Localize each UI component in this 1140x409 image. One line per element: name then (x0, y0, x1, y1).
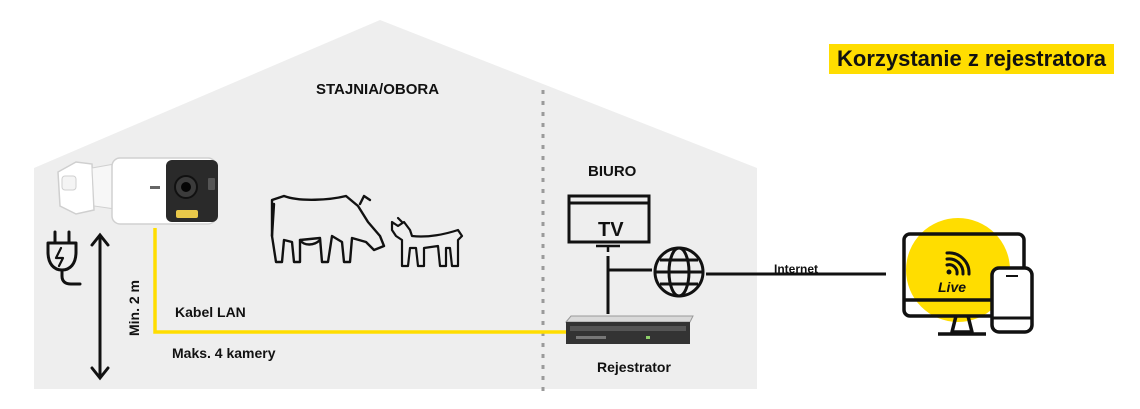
tv-icon (567, 194, 651, 252)
max-cameras-label: Maks. 4 kamery (172, 345, 276, 361)
office-connections (606, 256, 886, 314)
lan-cable (153, 228, 570, 334)
house-shape (34, 20, 757, 389)
height-arrow (90, 232, 110, 381)
globe-icon (653, 246, 705, 298)
camera-icon (57, 157, 218, 225)
page-title: Korzystanie z rejestratora (829, 44, 1114, 74)
power-plug-icon (46, 230, 82, 286)
live-text: Live (938, 279, 966, 295)
recorder-label: Rejestrator (597, 359, 671, 375)
recorder-icon (564, 315, 694, 344)
smartphone-icon (990, 266, 1034, 334)
lan-cable-label: Kabel LAN (175, 304, 246, 320)
internet-label: Internet (774, 262, 819, 276)
tv-label: TV (598, 219, 624, 241)
calf-icon (390, 216, 464, 268)
live-signal-icon (945, 251, 971, 276)
cow-icon (270, 194, 386, 264)
barn-label: STAJNIA/OBORA (316, 81, 440, 98)
office-label: BIURO (588, 163, 637, 180)
min-height-label: Min. 2 m (126, 279, 143, 337)
